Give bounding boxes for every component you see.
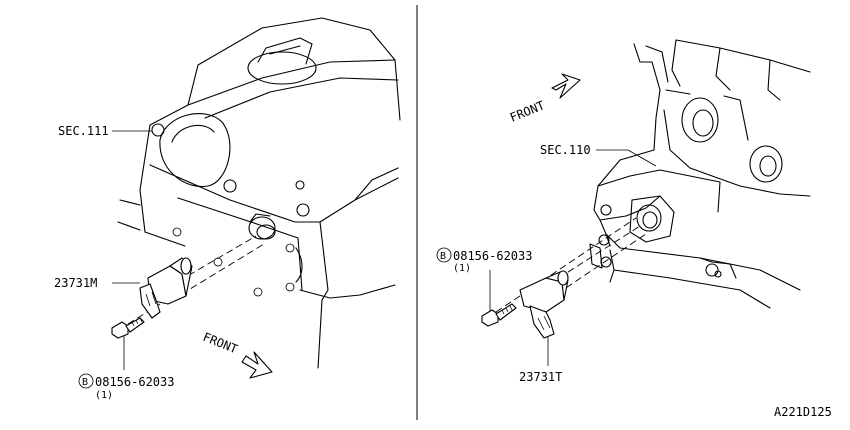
right-sec-label: SEC.110 bbox=[540, 143, 591, 157]
right-leaders bbox=[489, 149, 657, 366]
right-sensor-23731t bbox=[519, 270, 569, 339]
left-engine-block bbox=[117, 17, 401, 369]
left-front-arrow bbox=[241, 351, 273, 379]
right-bolt-letter: B bbox=[440, 251, 446, 262]
right-bolt bbox=[481, 303, 517, 327]
right-bolt-marker-circle bbox=[436, 247, 452, 263]
left-sec-label: SEC.111 bbox=[58, 124, 109, 138]
right-front-arrow bbox=[551, 73, 581, 99]
left-leaders bbox=[112, 130, 265, 370]
left-part-label: 23731M bbox=[54, 276, 97, 290]
right-front-label: FRONT bbox=[508, 98, 547, 125]
right-part-label: 23731T bbox=[519, 370, 562, 384]
left-sensor-23731m bbox=[139, 257, 193, 319]
right-bolt-label: 08156-62033 bbox=[453, 249, 532, 263]
left-bolt-marker-circle bbox=[78, 373, 94, 389]
left-front-label: FRONT bbox=[201, 330, 240, 357]
left-bolt-letter: B bbox=[82, 377, 88, 388]
left-bolt bbox=[111, 317, 145, 339]
right-engine-block bbox=[589, 39, 811, 309]
diagram-id: A221D125 bbox=[774, 405, 832, 419]
left-bolt-qty: (1) bbox=[95, 390, 113, 401]
left-bolt-label: 08156-62033 bbox=[95, 375, 174, 389]
right-bolt-qty: (1) bbox=[453, 263, 471, 274]
